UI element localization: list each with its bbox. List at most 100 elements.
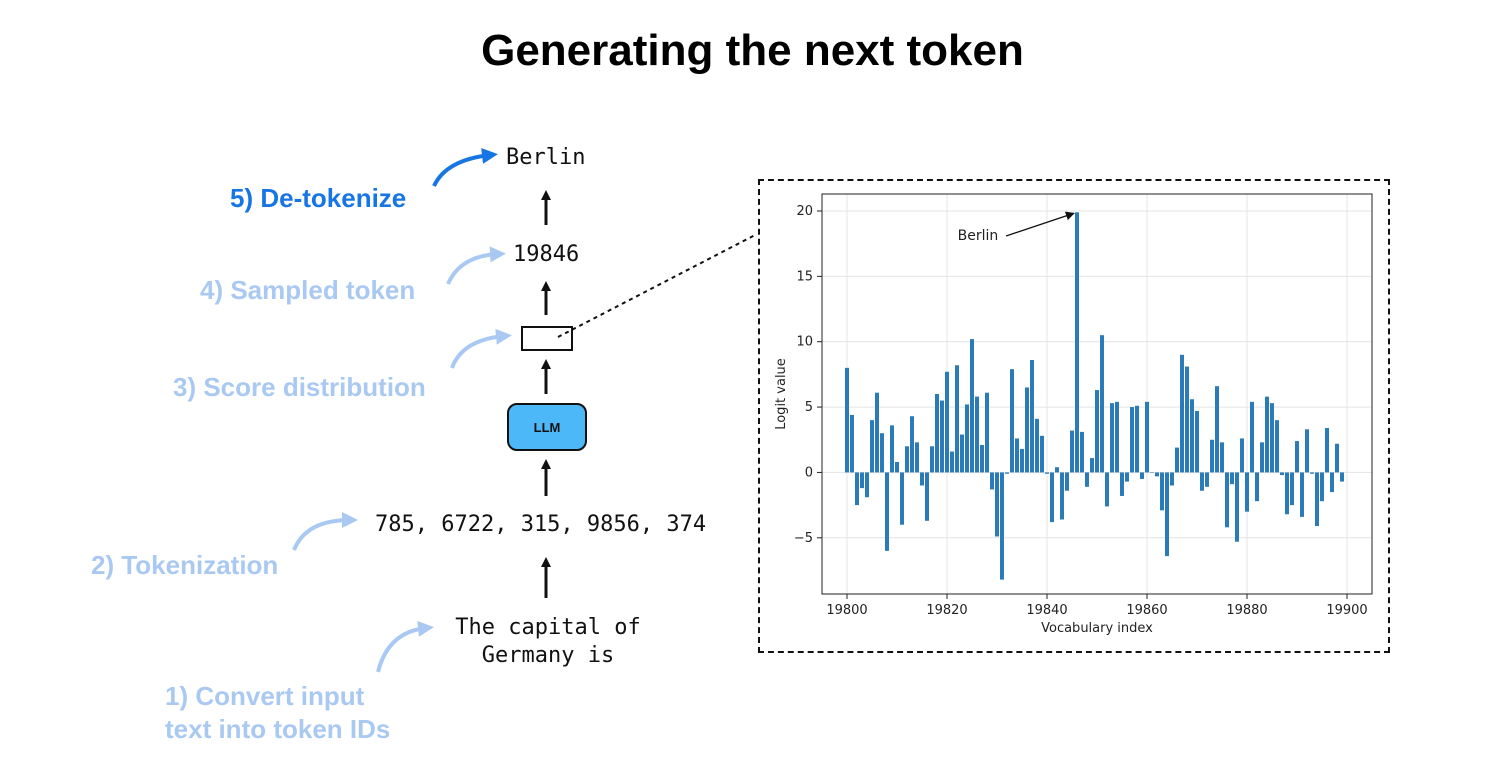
bar	[1240, 438, 1244, 473]
bar	[1070, 430, 1074, 473]
output-word: Berlin	[506, 145, 586, 170]
bar	[1000, 472, 1004, 580]
bar	[990, 472, 994, 490]
bar	[1050, 472, 1054, 523]
bar	[960, 434, 964, 473]
bar	[845, 367, 849, 473]
x-tick-label: 19880	[1226, 603, 1267, 618]
bar	[1005, 472, 1009, 474]
bar	[1255, 472, 1259, 502]
bar	[1100, 335, 1104, 473]
x-tick-label: 19900	[1326, 603, 1367, 618]
bar	[1140, 472, 1144, 479]
bar	[1045, 472, 1049, 474]
bar	[930, 446, 934, 473]
bar	[1180, 354, 1184, 473]
bar	[1310, 472, 1314, 474]
y-axis-label: Logit value	[774, 358, 789, 430]
y-tick-label: 15	[796, 269, 813, 284]
bar	[900, 472, 904, 525]
bar	[1115, 401, 1119, 473]
step-1-line-1: 1) Convert input	[165, 681, 365, 711]
bar	[1235, 472, 1239, 542]
bar	[1270, 403, 1274, 473]
bar	[1090, 458, 1094, 473]
bar	[1025, 387, 1029, 473]
bar	[1215, 386, 1219, 473]
bar	[1015, 438, 1019, 473]
bar	[1130, 407, 1134, 473]
step-3-score-distribution-label: 3) Score distribution	[173, 372, 426, 402]
step-5-pointer-arrow	[432, 147, 498, 187]
bar	[1165, 472, 1169, 557]
bar	[1275, 420, 1279, 473]
annotation-arrow	[1005, 211, 1075, 237]
bar	[1105, 472, 1109, 507]
bar	[1185, 366, 1189, 473]
step-1-line-2: text into token IDs	[165, 714, 391, 744]
bar	[1325, 427, 1329, 473]
y-tick-label: 5	[805, 400, 813, 415]
bar	[1320, 472, 1324, 502]
step-1-pointer-arrow	[376, 620, 434, 673]
bar	[950, 451, 954, 473]
bar	[1085, 472, 1089, 487]
bar	[885, 472, 889, 551]
bar	[855, 472, 859, 506]
bar	[1230, 472, 1234, 485]
bar	[1010, 369, 1014, 473]
bar	[975, 396, 979, 473]
x-axis-label: Vocabulary index	[1041, 621, 1153, 636]
bar	[1150, 472, 1154, 473]
x-tick-label: 19840	[1026, 603, 1067, 618]
x-tick-label: 19820	[926, 603, 967, 618]
bar	[910, 416, 914, 473]
bar	[1265, 396, 1269, 473]
bar	[1110, 403, 1114, 473]
input-text-line-2: Germany is	[481, 643, 615, 668]
input-text-line-1: The capital of	[455, 615, 641, 640]
x-tick-label: 19860	[1126, 603, 1167, 618]
bar	[945, 371, 949, 473]
step-3-pointer-arrow	[450, 328, 512, 369]
y-tick-label: 10	[796, 335, 813, 350]
step-5-detokenize-label: 5) De-tokenize	[230, 183, 407, 213]
bar	[1250, 401, 1254, 473]
zoom-connector	[557, 233, 758, 338]
bar	[970, 339, 974, 473]
bar	[865, 472, 869, 498]
bar	[1125, 472, 1129, 482]
bar	[1170, 472, 1174, 486]
step-2-pointer-arrow	[292, 512, 358, 551]
bar	[980, 444, 984, 473]
y-tick-label: −5	[794, 531, 813, 546]
bar	[1285, 472, 1289, 515]
bar	[1175, 447, 1179, 473]
bar	[1055, 467, 1059, 473]
bar	[905, 446, 909, 473]
bar	[1295, 441, 1299, 473]
llm-model-box: LLM	[507, 403, 587, 451]
plot-area-frame	[821, 193, 1373, 595]
bar	[1030, 360, 1034, 473]
llm-label: LLM	[533, 419, 561, 435]
bar	[985, 392, 989, 473]
bar	[1145, 401, 1149, 473]
bar	[870, 420, 874, 473]
x-tick-label: 19800	[826, 603, 867, 618]
bar	[1155, 472, 1159, 477]
bar	[1340, 472, 1344, 482]
bar	[880, 433, 884, 473]
bar	[850, 414, 854, 473]
y-tick-label: 0	[805, 465, 813, 480]
bar	[1245, 472, 1249, 512]
bar	[1220, 442, 1224, 473]
bar	[1305, 429, 1309, 473]
bar	[1315, 472, 1319, 527]
bar	[915, 442, 919, 473]
token-ids: 785, 6722, 315, 9856, 374	[375, 512, 707, 537]
bar	[875, 392, 879, 473]
bar	[965, 404, 969, 473]
